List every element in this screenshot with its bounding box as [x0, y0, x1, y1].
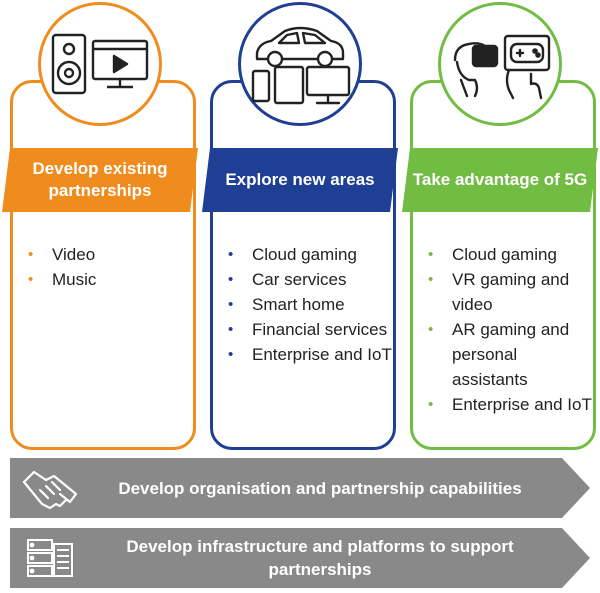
desktop-icon [305, 65, 351, 105]
column-title: Take advantage of 5G [402, 148, 598, 212]
list-item: VR gaming and video [426, 267, 596, 317]
infrastructure-text: Develop infrastructure and platforms to … [126, 537, 514, 579]
item-list: Video Music [26, 242, 196, 292]
list-item: Car services [226, 267, 396, 292]
list-item: Enterprise and IoT [426, 392, 596, 417]
list-item: Video [26, 242, 196, 267]
column-take-advantage-5g: Take advantage of 5G Cloud gaming VR gam… [410, 0, 596, 452]
list-item: Music [26, 267, 196, 292]
list-item: AR gaming and personal assistants [426, 317, 596, 392]
phone-icon [251, 69, 271, 103]
capabilities-text: Develop organisation and partnership cap… [118, 478, 522, 498]
capabilities-arrow: Develop organisation and partnership cap… [10, 458, 590, 518]
speaker-icon [51, 33, 87, 95]
infrastructure-arrow: Develop infrastructure and platforms to … [10, 528, 590, 588]
car-icon [255, 26, 345, 68]
item-list: Cloud gaming Car services Smart home Fin… [226, 242, 396, 367]
column-title: Develop existing partnerships [2, 148, 198, 212]
icon-circle [38, 2, 162, 126]
column-title: Explore new areas [202, 148, 398, 212]
icon-circle [238, 2, 362, 126]
video-player-icon [91, 39, 149, 89]
game-controller-icon [503, 34, 551, 100]
list-item: Cloud gaming [226, 242, 396, 267]
column-develop-existing: Develop existing partnerships Video Musi… [10, 0, 196, 452]
list-item: Financial services [226, 317, 396, 342]
icon-circle [438, 2, 562, 126]
list-item: Smart home [226, 292, 396, 317]
server-icon [20, 534, 80, 582]
item-list: Cloud gaming VR gaming and video AR gami… [426, 242, 596, 417]
handshake-icon [20, 464, 80, 512]
vr-headset-icon [453, 42, 499, 98]
tablet-icon [273, 65, 305, 105]
list-item: Enterprise and IoT [226, 342, 396, 367]
list-item: Cloud gaming [426, 242, 596, 267]
column-explore-new: Explore new areas Cloud gaming Car servi… [210, 0, 396, 452]
